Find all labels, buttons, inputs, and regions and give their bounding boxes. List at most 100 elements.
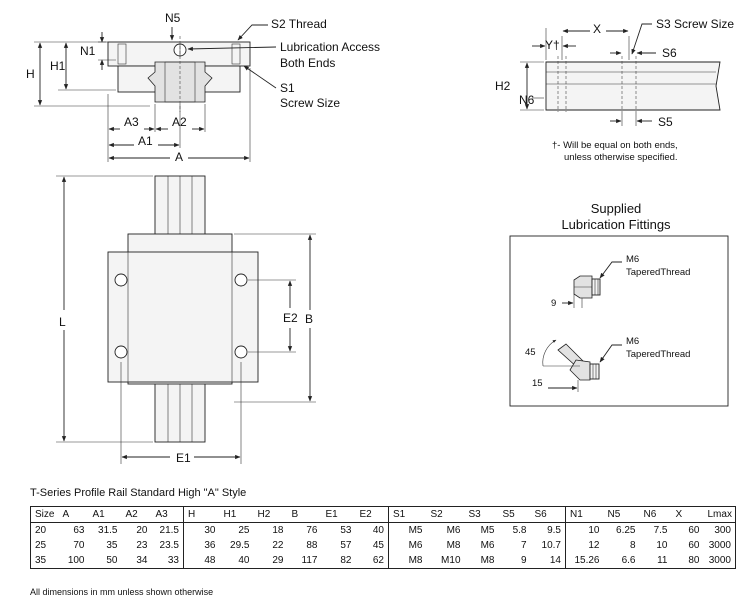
- table-cell: 80: [671, 553, 704, 569]
- straight-fitting-icon: [573, 275, 601, 299]
- fit1-thread: TaperedThread: [626, 267, 690, 278]
- front-view: N5 S2 Thread Lubrication Access Both End…: [26, 11, 380, 164]
- mounting-hole-icon: [114, 273, 128, 287]
- col-header: H2: [253, 506, 288, 523]
- label-y: Y†: [545, 38, 560, 52]
- col-header: S3: [464, 506, 499, 523]
- fit2-thread: TaperedThread: [626, 349, 690, 360]
- table-cell: 29.5: [230, 540, 250, 551]
- table-cell: M10: [426, 553, 465, 569]
- table-cell: 31.5: [98, 525, 118, 536]
- table-cell: 14: [530, 553, 566, 569]
- footnote: All dimensions in mm unless shown otherw…: [30, 587, 214, 597]
- table-cell: M6: [480, 540, 495, 551]
- label-a: A: [175, 150, 183, 164]
- table-cell: 30: [204, 525, 216, 536]
- col-header: A: [58, 506, 89, 523]
- table-cell: 300: [703, 522, 736, 538]
- table-cell: 34: [121, 553, 152, 569]
- label-a2: A2: [172, 115, 187, 129]
- label-lube-access-1: Lubrication Access: [280, 40, 380, 54]
- angled-fitting-icon: [557, 343, 600, 381]
- col-header: N1: [565, 506, 604, 523]
- table-cell: 40: [355, 522, 389, 538]
- label-s1-screw-size: Screw Size: [280, 96, 340, 110]
- fittings-title-line-1: Supplied: [591, 201, 642, 216]
- fittings-title-line-2: Lubrication Fittings: [561, 217, 671, 232]
- label-n6: N6: [519, 93, 535, 107]
- col-header: E2: [355, 506, 389, 523]
- table-cell: 70: [73, 540, 85, 551]
- table-cell: 20: [30, 522, 59, 538]
- table-cell: M6: [446, 525, 461, 536]
- table-cell: M6: [408, 540, 423, 551]
- label-h: H: [26, 67, 35, 81]
- fit2-dim: 15: [532, 378, 543, 389]
- table-cell: M8: [388, 553, 427, 569]
- table-cell: 35: [30, 553, 59, 569]
- col-header: S1: [388, 506, 427, 523]
- fit2-angle: 45: [525, 347, 536, 358]
- label-h2: H2: [495, 79, 511, 93]
- label-s6: S6: [662, 46, 677, 60]
- table-cell: M5: [480, 525, 495, 536]
- table-cell: 60: [688, 525, 700, 536]
- table-cell: 40: [219, 553, 254, 569]
- table-cell: 45: [355, 538, 389, 553]
- col-header: N6: [639, 506, 672, 523]
- label-s5: S5: [658, 115, 673, 129]
- table-header-row: Size A A1 A2 A3 H H1 H2 B E1 E2 S1 S2 S3…: [30, 506, 736, 523]
- table-cell: M8: [446, 540, 461, 551]
- label-a1: A1: [138, 134, 153, 148]
- fit1-m6: M6: [626, 254, 639, 265]
- label-b: B: [305, 312, 313, 326]
- table-cell: 18: [272, 525, 284, 536]
- table-cell: 60: [688, 540, 700, 551]
- label-e1: E1: [176, 451, 191, 465]
- table-cell: 48: [183, 553, 220, 569]
- label-s1: S1: [280, 81, 295, 95]
- table-cell: 22: [272, 540, 284, 551]
- table-cell: 117: [287, 553, 322, 569]
- table-cell: 3000: [703, 538, 736, 553]
- col-header: S2: [426, 506, 465, 523]
- table-cell: 10: [656, 540, 668, 551]
- col-header: Lmax: [703, 506, 736, 523]
- table-cell: 57: [340, 540, 352, 551]
- mounting-hole-icon: [114, 345, 128, 359]
- label-e2: E2: [283, 311, 298, 325]
- table-cell: 25: [238, 525, 250, 536]
- col-header: Size: [30, 506, 59, 523]
- top-view: L E2 B E1: [56, 175, 316, 465]
- label-n5: N5: [165, 11, 181, 25]
- table-cell: 21.5: [151, 522, 184, 538]
- table-cell: 7.5: [653, 525, 668, 536]
- table-cell: 6.6: [603, 553, 640, 569]
- table-cell: 3000: [703, 553, 736, 569]
- mounting-hole-icon: [234, 345, 248, 359]
- table-cell: 35: [106, 540, 118, 551]
- table-cell: 62: [355, 553, 389, 569]
- label-a3: A3: [124, 115, 139, 129]
- table-cell: 29: [253, 553, 288, 569]
- table-cell: 9: [498, 553, 531, 569]
- col-header: B: [287, 506, 322, 523]
- table-cell: 6.25: [616, 525, 636, 536]
- table-cell: 20: [136, 525, 148, 536]
- note-line-1: †- Will be equal on both ends,: [552, 140, 678, 151]
- label-l: L: [59, 315, 66, 329]
- table-cell: 10: [588, 525, 600, 536]
- col-header: S5: [498, 506, 531, 523]
- spec-table: Size A A1 A2 A3 H H1 H2 B E1 E2 S1 S2 S3…: [30, 506, 736, 569]
- col-header: S6: [530, 506, 566, 523]
- label-x: X: [593, 22, 601, 36]
- table-cell: 5.8: [512, 525, 527, 536]
- table-cell: 23: [136, 540, 148, 551]
- fit1-dim: 9: [551, 298, 556, 309]
- col-header: A2: [121, 506, 152, 523]
- table-cell: 36: [204, 540, 216, 551]
- table-cell: 10.7: [530, 538, 566, 553]
- table-cell: 11: [639, 553, 672, 569]
